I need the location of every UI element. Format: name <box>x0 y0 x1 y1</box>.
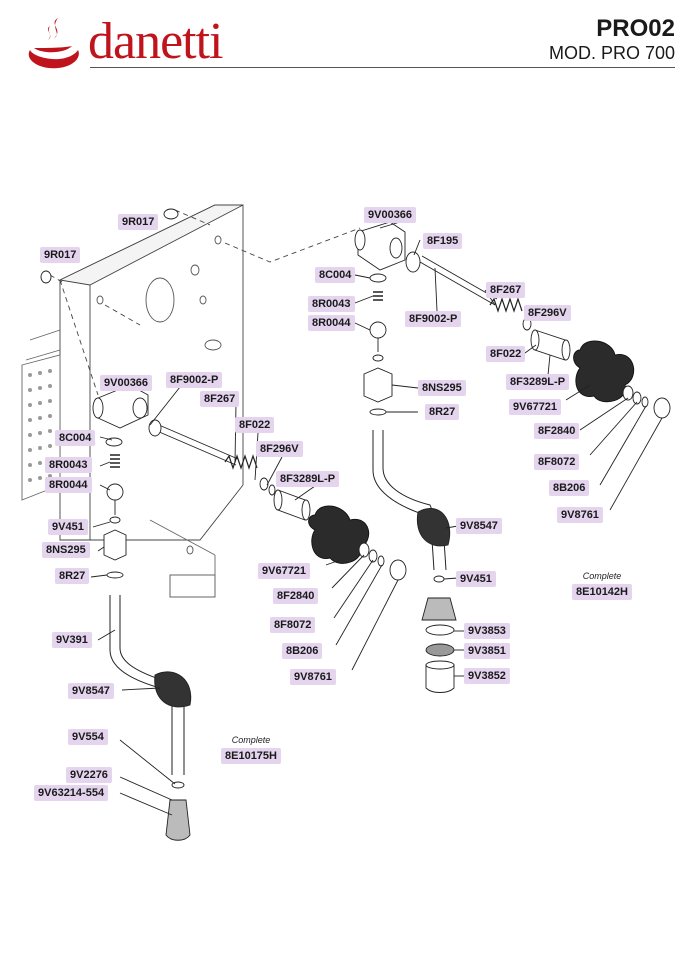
part-label-8ns295-right: 8NS295 <box>418 380 466 396</box>
model-code: PRO02 <box>596 15 675 42</box>
left-valve-assembly <box>90 384 407 841</box>
part-label-9v391: 9V391 <box>52 632 92 648</box>
part-label-9v451-right: 9V451 <box>456 571 496 587</box>
header-divider <box>90 67 675 68</box>
part-label-9v451-left: 9V451 <box>48 519 88 535</box>
part-label-8r0044-left: 8R0044 <box>45 477 92 493</box>
part-label-9v3851: 9V3851 <box>464 643 510 659</box>
complete-assembly-right: Complete 8E10142H <box>569 571 635 600</box>
part-label-8c004-left: 8C004 <box>55 430 96 446</box>
complete-caption-left: Complete <box>231 735 271 745</box>
part-label-9v3852: 9V3852 <box>464 668 510 684</box>
part-label-8f8072-left: 8F8072 <box>270 617 316 633</box>
part-label-9r017-top: 9R017 <box>118 214 159 230</box>
part-label-8r27-right: 8R27 <box>425 404 460 420</box>
brand-name: danetti <box>88 13 224 70</box>
washer-9r017-side <box>40 270 52 284</box>
complete-caption-right: Complete <box>582 571 622 581</box>
part-label-8b206-right: 8B206 <box>549 480 590 496</box>
part-label-8f2840-right: 8F2840 <box>534 423 580 439</box>
part-label-9v63214-554: 9V63214-554 <box>34 785 109 801</box>
complete-code-left: 8E10175H <box>221 748 281 764</box>
part-label-9v8761-right: 9V8761 <box>557 507 603 523</box>
complete-assembly-left: Complete 8E10175H <box>218 735 284 764</box>
part-label-8r27-left: 8R27 <box>55 568 90 584</box>
part-label-8r0043-right: 8R0043 <box>308 296 355 312</box>
chassis-frame <box>21 204 244 598</box>
part-label-8f022-left: 8F022 <box>235 417 275 433</box>
part-label-8f2840-left: 8F2840 <box>273 588 319 604</box>
part-label-9v00366-left: 9V00366 <box>100 375 153 391</box>
part-label-9v67721-left: 9V67721 <box>258 563 311 579</box>
model-name: MOD. PRO 700 <box>548 43 675 63</box>
part-label-8f8072-right: 8F8072 <box>534 454 580 470</box>
part-label-8b206-left: 8B206 <box>282 643 323 659</box>
part-label-9r017-side: 9R017 <box>40 247 81 263</box>
part-label-8r0044-right: 8R0044 <box>308 315 355 331</box>
part-label-8f195: 8F195 <box>423 233 463 249</box>
part-label-8f296v-right: 8F296V <box>524 305 571 321</box>
part-label-9v8547-left: 9V8547 <box>68 683 114 699</box>
part-label-9v2276: 9V2276 <box>66 767 112 783</box>
part-label-8ns295-left: 8NS295 <box>42 542 90 558</box>
part-label-8f296v-left: 8F296V <box>256 441 303 457</box>
right-valve-assembly <box>354 221 671 693</box>
washer-9r017-top <box>163 208 179 220</box>
assembly-guide-lines <box>49 209 361 396</box>
part-label-9v67721-right: 9V67721 <box>509 399 562 415</box>
part-label-8f267-right: 8F267 <box>486 282 526 298</box>
part-label-8r0043-left: 8R0043 <box>45 457 92 473</box>
brand-cup-logo-icon <box>28 18 79 69</box>
part-label-8f3289l-p-left: 8F3289L-P <box>276 471 340 487</box>
part-label-9v00366-right: 9V00366 <box>364 207 417 223</box>
part-label-9v3853: 9V3853 <box>464 623 510 639</box>
complete-code-right: 8E10142H <box>572 584 632 600</box>
part-label-9v8761-left: 9V8761 <box>290 669 336 685</box>
part-label-8f022-right: 8F022 <box>486 346 526 362</box>
part-label-8f267-left: 8F267 <box>200 391 240 407</box>
part-label-8f9002-p-left: 8F9002-P <box>166 372 223 388</box>
part-label-8f3289l-p-right: 8F3289L-P <box>506 374 570 390</box>
part-label-8f9002-p-right: 8F9002-P <box>405 311 462 327</box>
part-label-8c004-right: 8C004 <box>315 267 356 283</box>
part-label-9v8547-right: 9V8547 <box>456 518 502 534</box>
part-label-9v554: 9V554 <box>68 729 108 745</box>
